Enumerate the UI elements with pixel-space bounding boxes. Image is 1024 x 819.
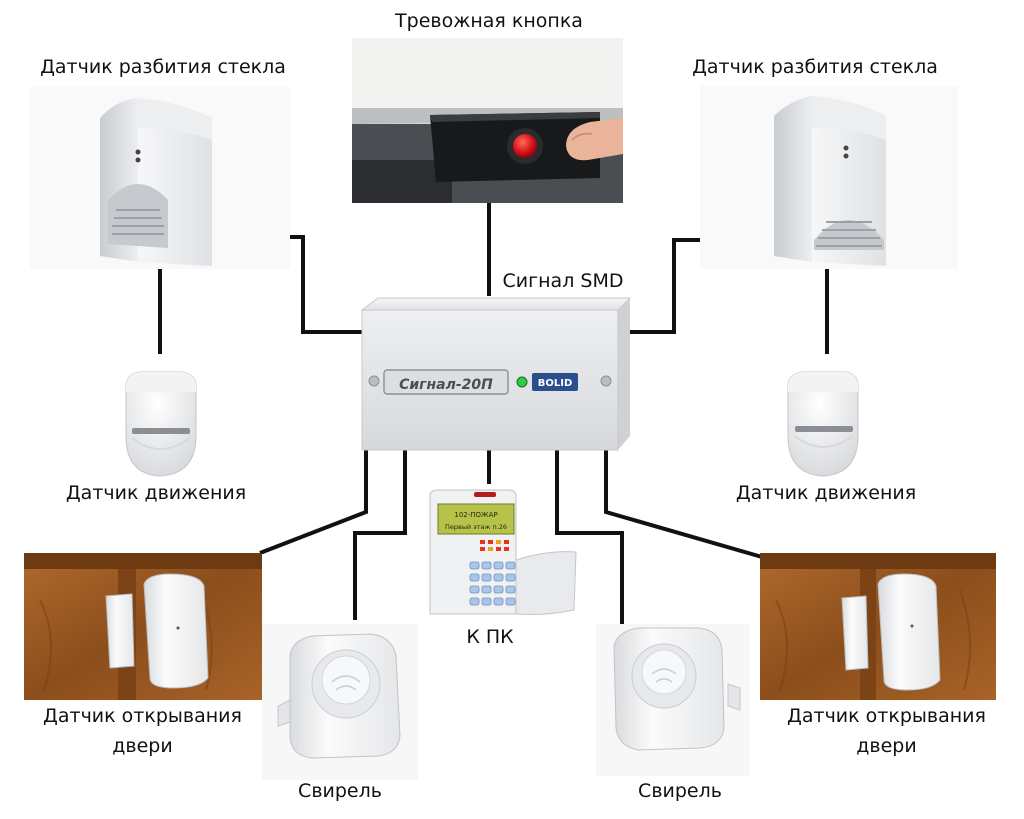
keypad-device	[429, 489, 577, 615]
label-siren-right: Свирель	[638, 780, 722, 802]
keypad-screen	[437, 503, 515, 535]
wire-siren-left	[353, 450, 407, 620]
label-door-left-line1: Датчик открывания	[43, 705, 242, 727]
siren-right	[596, 624, 750, 776]
panic-button-photo	[352, 38, 623, 203]
label-motion-right: Датчик движения	[735, 482, 917, 504]
label-door-left-line2: двери	[112, 735, 173, 757]
wire-siren-right	[555, 450, 624, 624]
siren-left	[262, 624, 418, 780]
label-motion-left: Датчик движения	[65, 482, 247, 504]
panel-brand: Сигнал-20П	[399, 377, 493, 393]
keypad-leds	[480, 540, 509, 551]
motion-sensor-left	[125, 371, 197, 477]
label-keypad: К ПК	[466, 626, 514, 648]
wire-door-right	[604, 450, 763, 559]
label-panic-button: Тревожная кнопка	[395, 10, 583, 32]
door-sensor-left	[24, 553, 262, 700]
glass-break-sensor-right	[700, 86, 958, 269]
keypad-screen-line2: Первый этаж п.26	[445, 523, 507, 531]
label-siren-left: Свирель	[298, 780, 382, 802]
finger-icon	[566, 118, 623, 161]
led-indicator-icon	[516, 376, 528, 388]
red-button-icon	[513, 134, 537, 158]
label-door-right-line2: двери	[856, 735, 917, 757]
keypad-buttons	[469, 561, 516, 606]
wire-door-left	[259, 450, 368, 555]
keypad-screen-line1: 102-ПОЖАР	[454, 511, 497, 519]
label-door-right-line1: Датчик открывания	[787, 705, 986, 727]
label-signal-smd: Сигнал SMD	[502, 270, 624, 292]
motion-sensor-right	[787, 371, 859, 477]
label-glass-break-right: Датчик разбития стекла	[692, 56, 938, 78]
label-glass-break-left: Датчик разбития стекла	[40, 56, 286, 78]
screw-left-icon	[368, 375, 380, 387]
control-panel-signal-20p	[360, 297, 632, 451]
glass-break-sensor-left	[30, 86, 290, 269]
screw-right-icon	[600, 375, 612, 387]
door-sensor-right	[760, 553, 996, 700]
panel-vendor: BOLID	[538, 378, 573, 389]
